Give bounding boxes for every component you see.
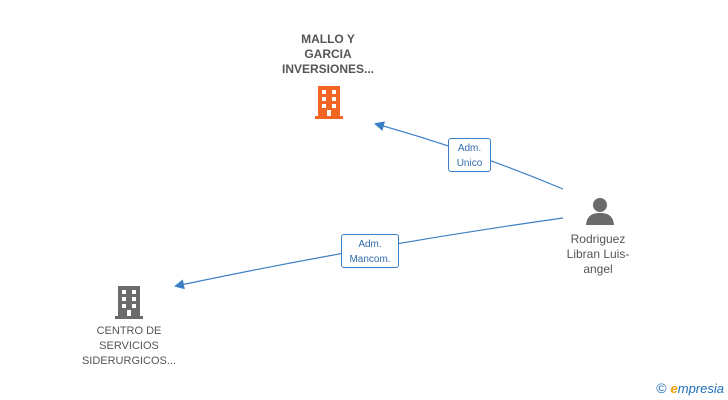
- edge-label-adm-mancom[interactable]: Adm. Mancom.: [341, 234, 399, 268]
- building-icon[interactable]: [312, 84, 346, 125]
- edge-label-adm-unico[interactable]: Adm. Unico: [448, 138, 491, 172]
- person-label[interactable]: Rodriguez Libran Luis- angel: [566, 232, 630, 276]
- copyright-icon: ©: [656, 380, 667, 396]
- company-top-label[interactable]: MALLO Y GARCIA INVERSIONES...: [281, 32, 375, 76]
- person-icon[interactable]: [585, 196, 615, 231]
- company-bottom-label[interactable]: CENTRO DE SERVICIOS SIDERURGICOS...: [81, 325, 177, 367]
- building-icon[interactable]: [112, 284, 146, 325]
- brand-wordmark: empresia: [670, 380, 724, 396]
- brand-logo: © empresia: [656, 380, 724, 396]
